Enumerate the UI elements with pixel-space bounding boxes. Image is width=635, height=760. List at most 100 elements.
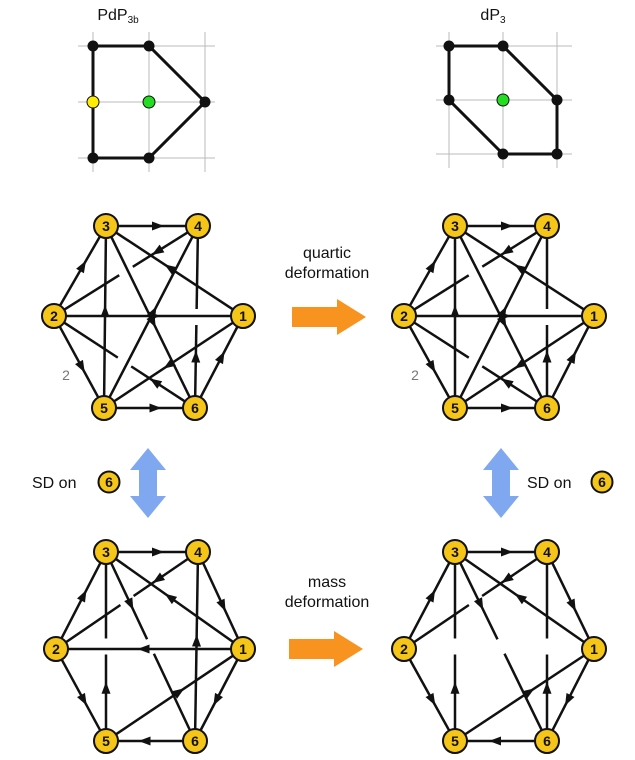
arrow-2-to-3-head [76,260,87,274]
quiver-node-5 [442,728,468,754]
arrow-6-to-4 [195,237,200,310]
sd-node-right-label: 6 [598,474,606,490]
arrow-3-to-6-head [496,314,507,328]
arrow-6-to-2-head [149,378,163,389]
quiver-node-label: 1 [239,641,247,657]
arrow-5-to-3-head [100,305,110,318]
quiver-node-3 [93,213,119,239]
quiver-node-label: 4 [194,218,202,234]
quiver-node-label: 5 [451,733,459,749]
quiver-node-label: 2 [50,308,58,324]
quiver-node-4 [534,539,560,565]
quiver-node-4 [185,539,211,565]
toric-diagram-right [436,32,572,168]
quiver-node-1 [230,636,256,662]
multiplicity-label: 2 [62,367,70,383]
quiver-node-2 [41,303,67,329]
quiver-bottom-left: 1 2 3 4 5 6 [43,539,256,754]
multiplicity-label: 2 [411,367,419,383]
arrow-5-to-6-head [149,403,162,413]
arrow-3-to-4-head [152,547,164,557]
arrow-6-to-2 [63,321,119,359]
quiver-node-label: 2 [52,641,60,657]
quiver-node-label: 1 [590,641,598,657]
arrow-4-to-2-head [501,572,514,583]
right-title: dP3 [480,7,506,26]
sd-label-left: SD on [32,475,76,492]
sd-label-right: SD on [527,475,571,492]
arrow-4-to-2 [413,274,470,311]
arrow-4-to-2 [63,274,120,311]
quiver-node-label: 6 [191,733,199,749]
mass-label: mass [308,574,346,591]
quiver-node-label: 6 [543,733,551,749]
arrow-2-to-5-head [77,692,87,706]
arrow-6-to-1-head [215,351,225,365]
quiver-node-label: 5 [102,733,110,749]
arrow-1-to-3-head [514,264,527,275]
arrow-3-to-6 [503,653,543,731]
arrow-1-to-5-head [514,358,527,369]
sd-node-left [97,470,121,494]
arrow-6-to-4-head [542,681,552,694]
arrow-2-to-5-head [75,359,85,373]
arrow-6-to-4-head [192,634,201,647]
quiver-node-2 [43,636,69,662]
orange-arrow-quartic [292,299,366,335]
arrow-5-to-6-head [501,403,513,413]
arrow-6-to-4-head [191,350,201,363]
arrow-3-to-4-head [501,547,513,557]
quiver-node-label: 3 [102,544,110,560]
arrow-3-to-6 [152,653,192,731]
arrow-2-to-5-head [425,692,436,706]
arrow-6-to-5-head [138,736,151,746]
arrow-4-to-2-head [152,572,166,584]
quiver-node-label: 2 [400,308,408,324]
arrow-4-to-2 [65,603,122,644]
orange-arrow-mass [289,631,363,667]
arrow-3-to-4-head [152,221,164,231]
arrow-1-to-3-head [164,593,178,605]
quiver-node-label: 1 [590,308,598,324]
quiver-node-2 [391,303,417,329]
quiver-node-5 [93,728,119,754]
arrow-4-to-2-head [151,244,165,255]
arrow-4-to-2 [413,603,470,644]
arrow-5-to-3-head [450,305,460,317]
quiver-node-label: 3 [451,218,459,234]
quiver-node-6 [182,395,208,421]
arrow-1-to-6-head [565,692,575,706]
quiver-node-label: 6 [543,400,551,416]
quiver-node-3 [442,213,468,239]
quiver-node-label: 4 [543,544,551,560]
quiver-node-label: 1 [239,308,247,324]
quiver-node-3 [93,539,119,565]
mass-label-2: deformation [285,594,370,611]
quiver-node-2 [391,636,417,662]
arrow-1-to-5-head [163,358,176,369]
quiver-node-5 [442,395,468,421]
arrow-5-to-3-head [101,681,111,694]
arrow-5-to-3-head [450,681,460,694]
arrow-4-to-1-head [566,598,576,612]
toric-diagram-left [78,32,215,172]
quiver-node-label: 3 [102,218,110,234]
arrow-5-to-1-head [171,688,185,699]
left-title: PdP3b [97,7,139,26]
arrow-2-to-3-head [77,589,87,603]
quiver-node-1 [581,303,607,329]
quiver-node-label: 2 [400,641,408,657]
arrow-1-to-3-head [514,593,528,605]
sd-node-left-label: 6 [105,474,113,490]
quiver-node-label: 4 [194,544,202,560]
blue-double-arrow-right [483,448,519,518]
green-point [142,95,156,109]
arrow-6-to-1-head [566,351,576,365]
arrow-3-to-6-head [124,597,134,611]
arrow-6-to-2-head [501,378,514,389]
quiver-node-1 [230,303,256,329]
